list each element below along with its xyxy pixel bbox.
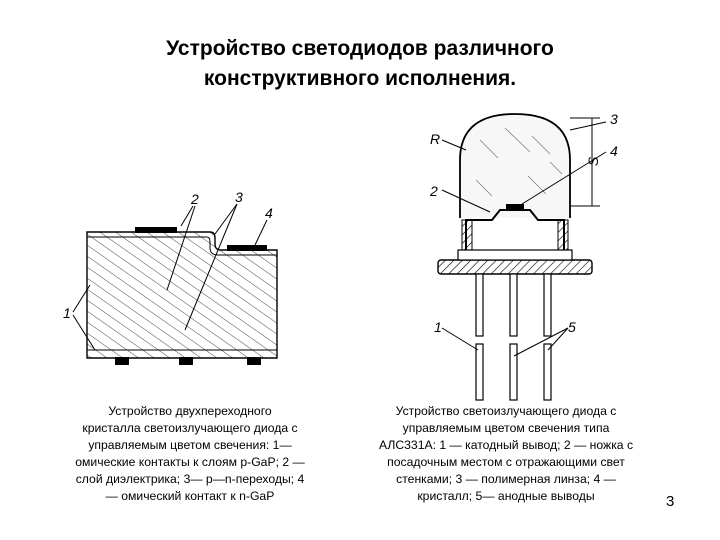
polymer-lens [459, 113, 571, 218]
base-flange [437, 259, 593, 275]
label-r: R [430, 131, 440, 147]
ohmic-contact-bottom-3 [247, 357, 261, 365]
leader-lines-right [441, 117, 607, 357]
caption-line: омические контакты к слоям p-GaP; 2 — [75, 455, 305, 469]
right-figure-caption: Устройство светоизлучающего диода с упра… [356, 403, 656, 505]
ohmic-contact-n-gap [227, 245, 267, 251]
page-number: 3 [666, 493, 675, 510]
crystal-body [86, 231, 278, 359]
caption-line: АЛС331А: 1 — катодный вывод; 2 — ножка с [378, 438, 634, 452]
label-3: 3 [610, 111, 618, 127]
caption-line: управляемым цветом свечения типа [402, 421, 610, 435]
caption-line: кристалл; 5— анодные выводы [417, 489, 595, 503]
caption-line: стенками; 3 — полимерная линза; 4 — [396, 472, 616, 486]
caption-line: слой диэлектрика; 3— p—n-переходы; 4 [75, 472, 305, 486]
dielectric-layer [87, 236, 277, 256]
caption-line: — омический контакт к n-GaP [105, 489, 275, 503]
leader-lines [72, 203, 268, 351]
caption-line: Устройство двухпереходного [108, 404, 272, 418]
title-line-1: Устройство светодиодов различного [166, 37, 554, 60]
label-1: 1 [63, 305, 71, 321]
label-5: 5 [568, 319, 576, 335]
caption-line: кристалла светоизлучающего диода с [82, 421, 298, 435]
two-junction-crystal-diagram: 2 3 4 1 [63, 189, 278, 365]
label-4: 4 [265, 205, 273, 221]
label-s: S [585, 156, 601, 166]
crystal [506, 204, 524, 211]
slide-title: Устройство светодиодов различного констр… [80, 34, 640, 94]
caption-line: Устройство светоизлучающего диода с [395, 404, 617, 418]
leads [475, 273, 552, 401]
label-4: 4 [610, 143, 618, 159]
caption-line: посадочным местом с отражающими свет [387, 455, 625, 469]
left-figure-caption: Устройство двухпереходного кристалла све… [40, 403, 340, 505]
label-2: 2 [429, 183, 438, 199]
caption-line: управляемым цветом свечения: 1— [88, 438, 292, 452]
ohmic-contact-bottom-2 [179, 357, 193, 365]
label-2: 2 [190, 191, 199, 207]
label-3: 3 [235, 189, 243, 205]
led-als331a-diagram: R 3 S 4 2 1 5 [429, 111, 618, 401]
ohmic-contact-top [135, 227, 177, 233]
label-1: 1 [434, 319, 442, 335]
ohmic-contact-bottom-1 [115, 357, 129, 365]
title-line-2: конструктивного исполнения. [203, 67, 517, 90]
